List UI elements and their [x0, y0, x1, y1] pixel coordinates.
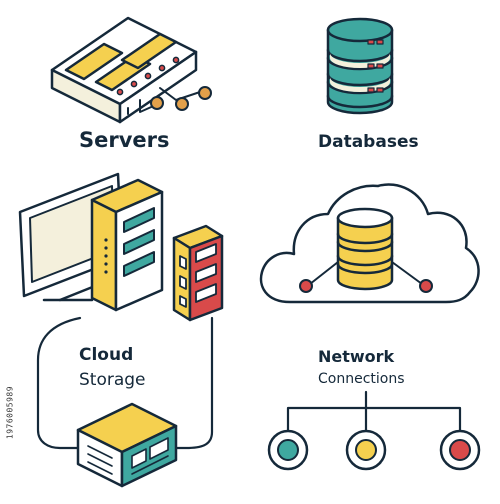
storage-label: Storage: [79, 370, 146, 390]
small-server-icon: [172, 224, 224, 322]
server-rack-icon: [50, 16, 212, 124]
databases-label: Databases: [318, 132, 419, 152]
storage-box-icon: [76, 402, 178, 488]
cloud-database-icon: [259, 183, 480, 304]
network-label: Network: [318, 347, 395, 366]
watermark-text: 1976005989: [5, 385, 15, 440]
cable-lines: [36, 316, 214, 450]
stock-id-watermark: 1976005989: [2, 340, 15, 490]
network-nodes-icon: [267, 390, 481, 471]
database-stack-icon: [326, 17, 394, 115]
tall-server-icon: [90, 178, 164, 312]
servers-label: Servers: [79, 128, 170, 152]
cloud-label: Cloud: [79, 345, 134, 365]
connections-label: Connections: [318, 371, 405, 387]
